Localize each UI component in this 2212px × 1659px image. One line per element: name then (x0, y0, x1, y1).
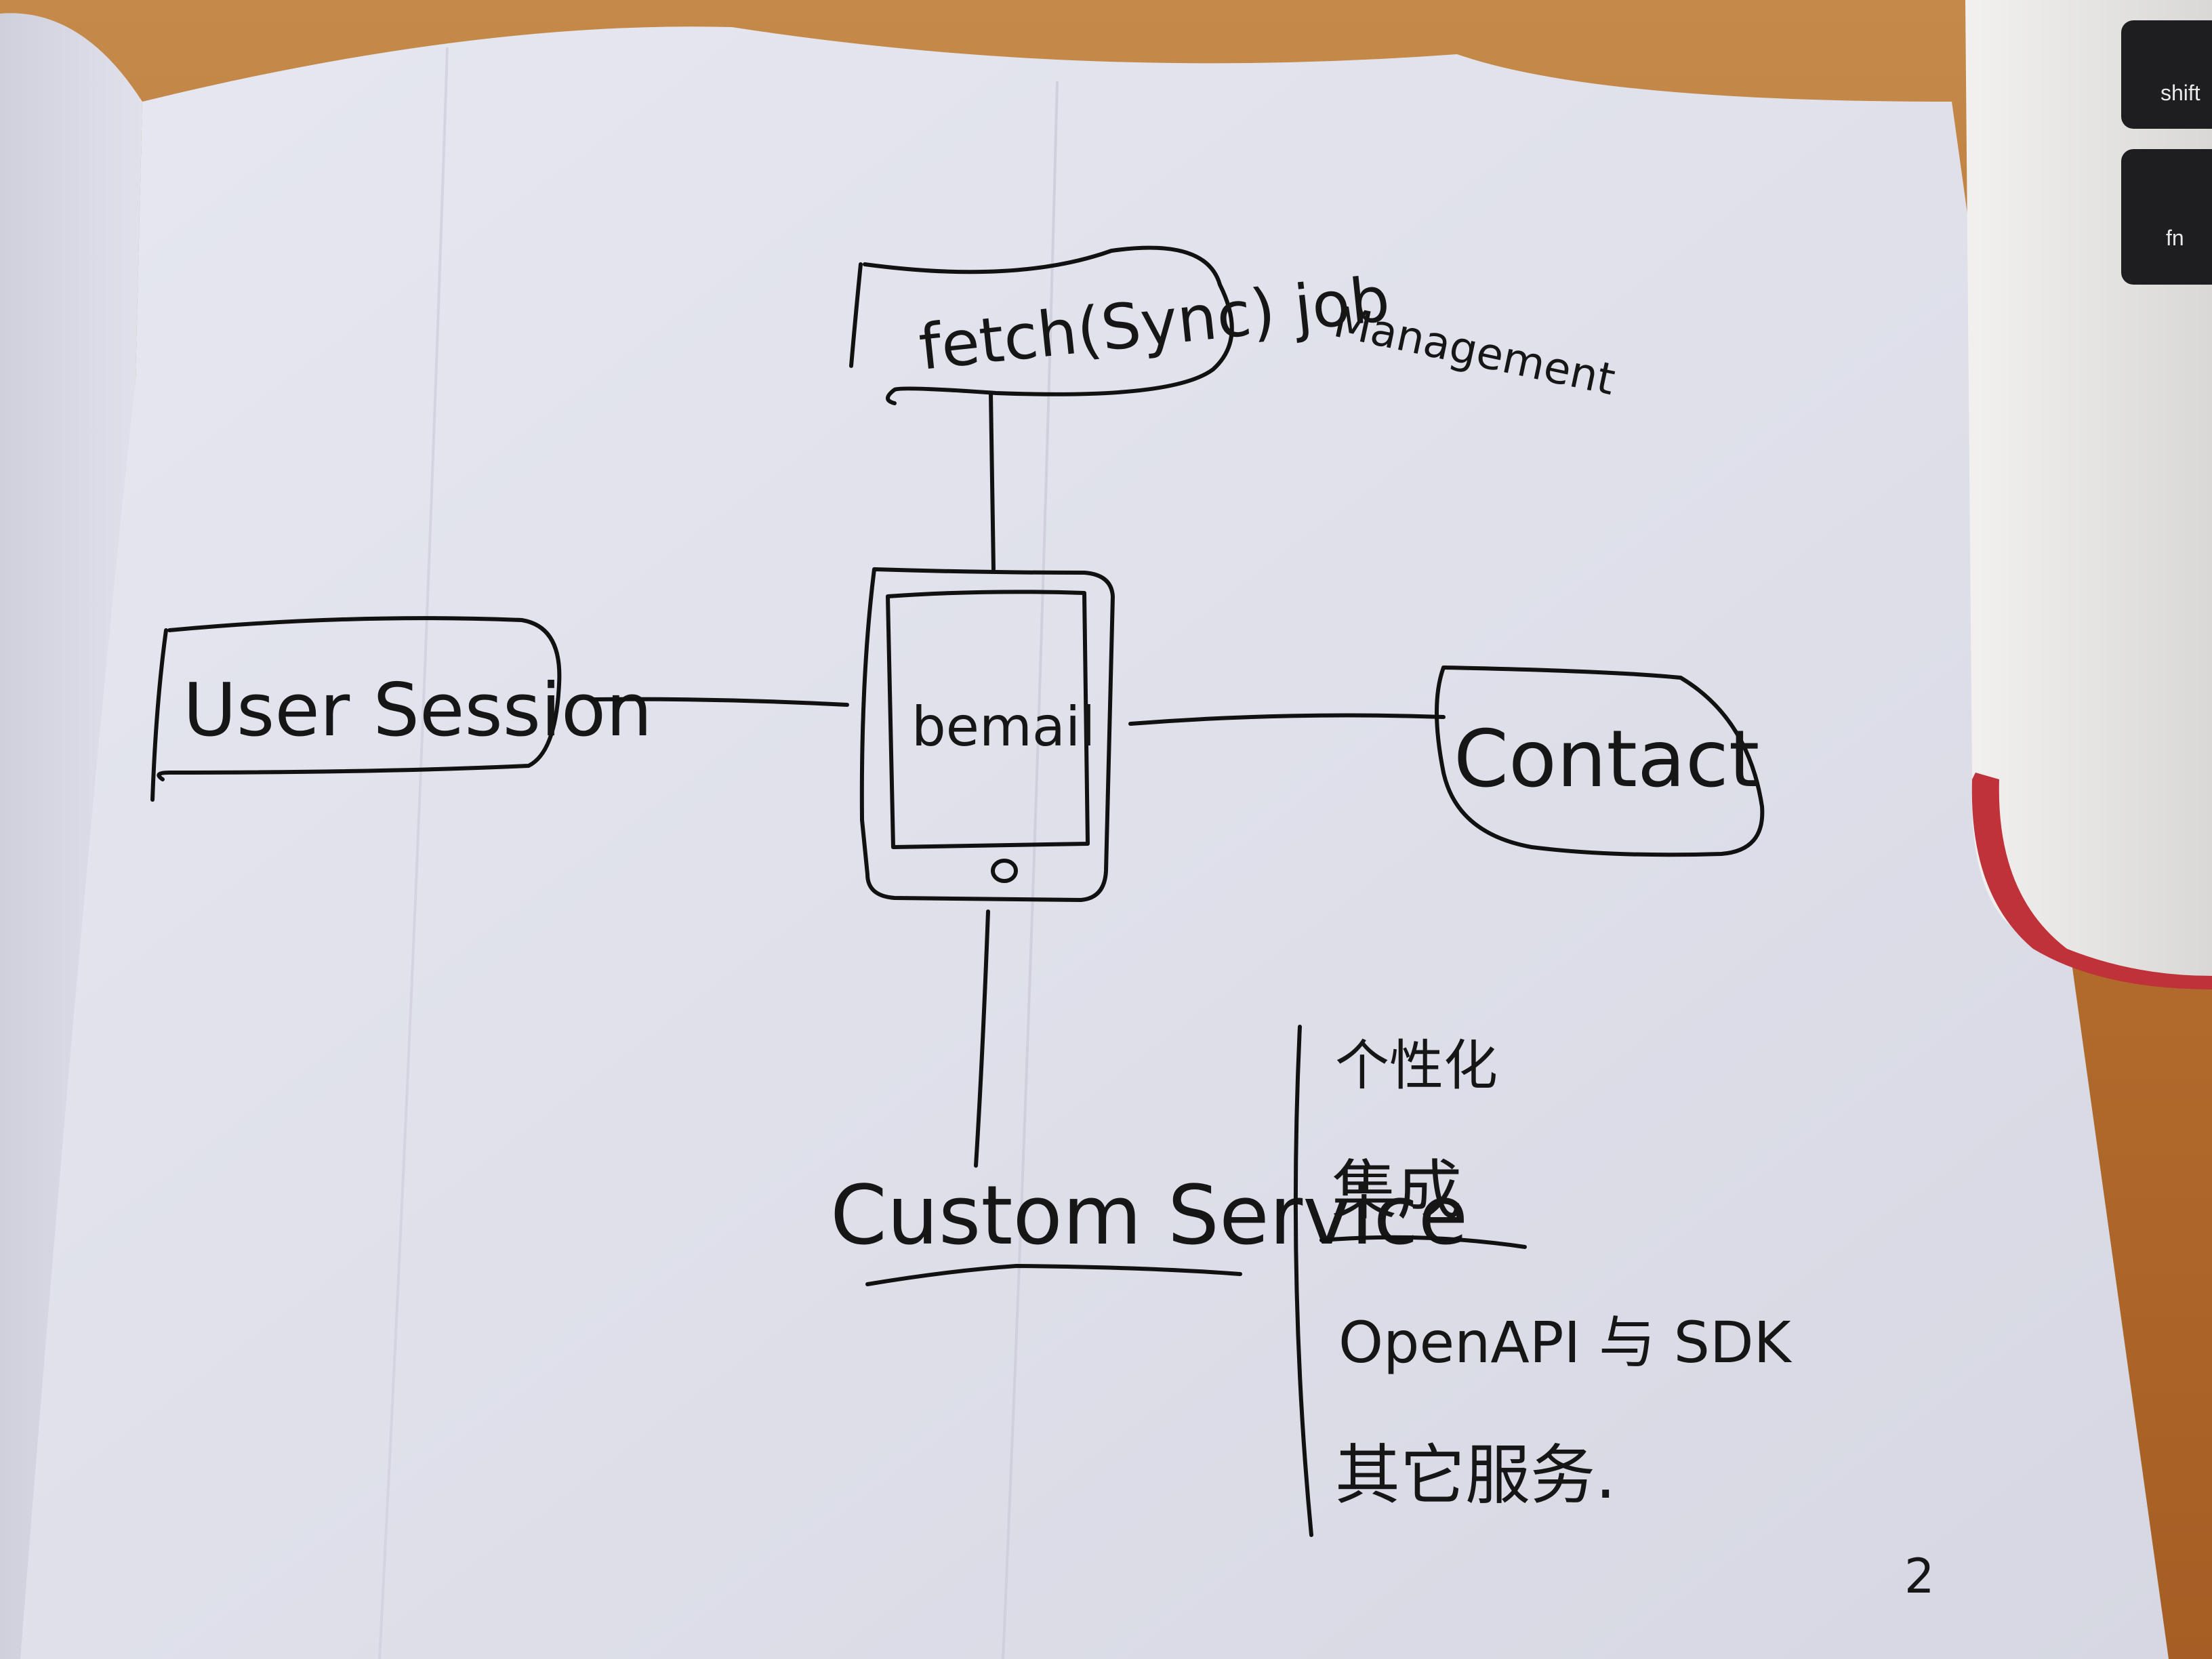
paper-fold (1002, 81, 1059, 1659)
right-node-label: Contact (1454, 714, 1759, 805)
center-node-label: bemail (912, 695, 1095, 758)
list-bracket (1293, 1025, 1313, 1537)
laptop-red-edge (1971, 773, 2212, 989)
connector-right (1128, 713, 1446, 726)
service-item-personalization: 个性化 (1335, 1034, 1498, 1097)
center-device-screen (886, 590, 1090, 849)
center-device-outer (859, 567, 1115, 902)
fn-key-label: fn (2166, 226, 2184, 250)
right-node-shape (1435, 665, 1765, 857)
connector-left (588, 697, 849, 707)
connector-top (989, 391, 996, 571)
shift-key-label: shift (2160, 81, 2200, 105)
bottom-node-underline (865, 1264, 1242, 1286)
paper-sheet (20, 26, 2169, 1659)
service-item-integration: 集成 (1332, 1153, 1462, 1229)
left-node-shape (150, 616, 562, 802)
shift-key (2121, 20, 2212, 129)
page-number: 2 (1904, 1549, 1935, 1604)
integration-underline (1319, 1235, 1527, 1249)
center-device-home-button (991, 859, 1018, 883)
top-node-shape (849, 245, 1234, 405)
connector-bottom (974, 909, 990, 1168)
left-node-label: User Session (183, 668, 653, 753)
paper-fold (378, 47, 449, 1659)
service-item-openapi: OpenAPI 与 SDK (1338, 1309, 1793, 1376)
left-page-edge (0, 13, 142, 1659)
laptop-body (1965, 0, 2212, 976)
service-item-other: 其它服务. (1335, 1437, 1616, 1513)
bottom-node-label: Custom Service (830, 1169, 1468, 1263)
fn-key (2121, 149, 2212, 285)
